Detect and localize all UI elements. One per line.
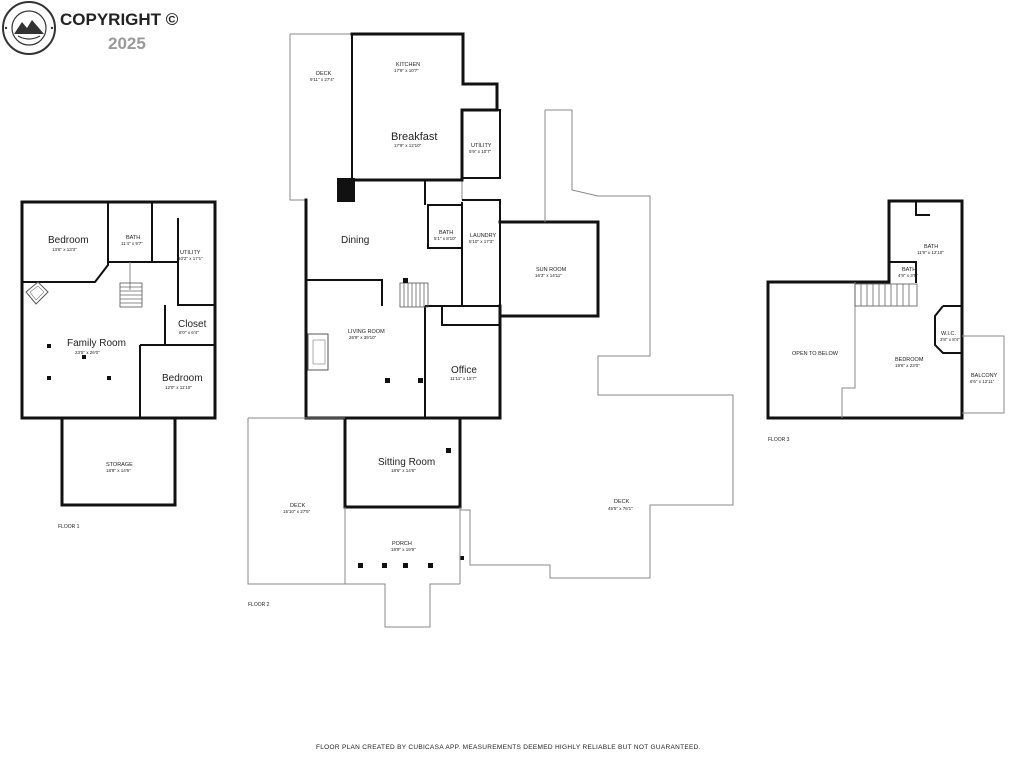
- room-name: DECK: [316, 71, 332, 77]
- room-name: DECK: [614, 499, 630, 505]
- stairs: [399, 282, 429, 308]
- room-dimensions: 17'9" x 10'7": [394, 68, 419, 73]
- room-dimensions: 4'9" x 3'6": [898, 273, 918, 278]
- copyright-line-1: COPYRIGHT ©: [60, 10, 179, 29]
- room-dimensions: 19'9" x 19'9": [391, 547, 416, 552]
- room-name: Family Room: [67, 338, 126, 349]
- room-dimensions: 45'5" x 76'1": [608, 506, 633, 511]
- room-name: W.I.C.: [941, 331, 956, 337]
- realtors-seal-icon: [2, 1, 56, 55]
- room-dimensions: 15'10" x 27'5": [283, 509, 311, 514]
- room-name: PORCH: [392, 541, 412, 547]
- room-dimensions: 18'8" x 14'6": [106, 468, 131, 473]
- room-dimensions: 11'9" x 12'10": [917, 250, 944, 255]
- room-name: SUN ROOM: [536, 267, 567, 273]
- floor-3-plan: BATH 11'9" x 12'10" BATH 4'9" x 3'6" OPE…: [766, 199, 1005, 443]
- room-name: Bedroom: [48, 235, 89, 246]
- room-name: Sitting Room: [378, 457, 435, 468]
- room-name: OPEN TO BELOW: [792, 351, 839, 357]
- room-dimensions: 5'9" x 10'7": [469, 149, 492, 154]
- room-name: BALCONY: [971, 373, 998, 379]
- room-name: LIVING ROOM: [348, 329, 385, 335]
- footer-disclaimer: FLOOR PLAN CREATED BY CUBICASA APP. MEAS…: [316, 744, 701, 751]
- floor-label: FLOOR 3: [768, 437, 790, 443]
- room-dimensions: 11'11" x 15'7": [450, 376, 477, 381]
- room-name: UTILITY: [180, 250, 201, 256]
- room-dimensions: 13'6" x 13'3": [52, 247, 77, 252]
- room-dimensions: 5'10" x 17'3": [469, 239, 494, 244]
- room-name: KITCHEN: [396, 62, 420, 68]
- room-name: STORAGE: [106, 462, 133, 468]
- room-name: LAUNDRY: [470, 233, 497, 239]
- room-name: Closet: [178, 319, 207, 330]
- copyright-line-2: 2025: [108, 34, 146, 53]
- room-name: BATH: [924, 244, 938, 250]
- room-dimensions: 9'11" x 27'4": [310, 77, 335, 82]
- room-dimensions: 26'9" x 39'10": [349, 335, 377, 340]
- room-name: Office: [451, 365, 477, 376]
- room-dimensions: 8'0" x 6'4": [179, 330, 199, 335]
- room-dimensions: 12'0" x 11'10": [165, 385, 192, 390]
- room-dimensions: 17'9" x 12'10": [394, 143, 422, 148]
- fireplace-icon: [25, 281, 49, 305]
- room-dimensions: 6'6" x 12'11": [970, 379, 995, 384]
- room-dimensions: 3'8" x 8'4": [940, 337, 960, 342]
- room-name: BATH: [126, 235, 140, 241]
- room-name: BATH: [439, 230, 453, 236]
- room-dimensions: 19'6" x 23'0": [895, 363, 920, 368]
- room-dimensions: 10'2" x 17'1": [178, 256, 203, 261]
- floor-label: FLOOR 1: [58, 524, 80, 530]
- room-dimensions: 5'1" x 8'10": [434, 236, 457, 241]
- logo: COPYRIGHT © 2025: [2, 1, 179, 55]
- room-name: BATH: [902, 267, 916, 273]
- stairs: [854, 283, 918, 307]
- room-name: BEDROOM: [895, 357, 924, 363]
- room-name: Dining: [341, 235, 369, 246]
- floor-2-plan: DECK 9'11" x 27'4" KITCHEN 17'9" x 10'7"…: [247, 32, 734, 628]
- stairs: [119, 282, 143, 308]
- room-name: UTILITY: [471, 143, 492, 149]
- room-dimensions: 16'3" x 14'11": [535, 273, 562, 278]
- room-dimensions: 23'5" x 26'0": [75, 350, 100, 355]
- room-name: Breakfast: [391, 131, 437, 143]
- fireplace-icon: [307, 333, 329, 371]
- floor-1-plan: Bedroom 13'6" x 13'3" BATH 11'4" x 9'7" …: [20, 200, 217, 530]
- room-name: DECK: [290, 503, 306, 509]
- room-name: Bedroom: [162, 373, 203, 384]
- room-dimensions: 11'4" x 9'7": [121, 241, 143, 246]
- floor-label: FLOOR 2: [248, 602, 270, 608]
- room-dimensions: 18'6" x 14'6": [391, 468, 416, 473]
